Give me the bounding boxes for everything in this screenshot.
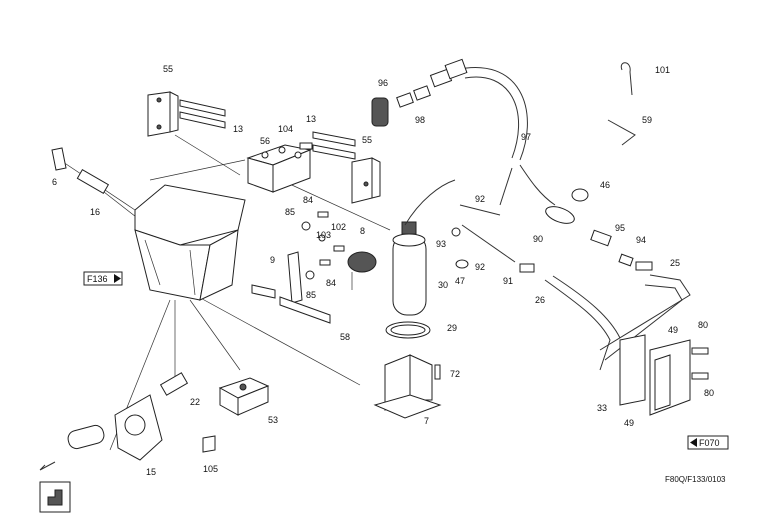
callout-13b: 13 <box>306 114 316 124</box>
part-13-strip-right <box>312 131 356 160</box>
part-55-bracket <box>147 91 179 137</box>
callout-55: 55 <box>163 64 173 74</box>
callout-96: 96 <box>378 78 388 88</box>
callout-91: 91 <box>503 276 513 286</box>
part-9-plate <box>287 251 303 304</box>
part-16-connector <box>76 168 110 195</box>
fasteners-group <box>301 211 345 280</box>
parts-93-47 <box>451 227 469 269</box>
reference-f136[interactable]: F136 <box>83 271 123 286</box>
callout-9: 9 <box>270 255 275 265</box>
callout-8: 8 <box>360 226 365 236</box>
callout-7: 7 <box>424 416 429 426</box>
part-91-fitting <box>519 263 535 273</box>
drawing-code: F80Q/F133/0103 <box>665 475 726 484</box>
callout-33: 33 <box>597 403 607 413</box>
callout-101: 101 <box>655 65 670 75</box>
callout-80b: 80 <box>704 388 714 398</box>
callout-56: 56 <box>260 136 270 146</box>
callout-104: 104 <box>278 124 293 134</box>
part-80-bolts <box>691 347 709 380</box>
main-housing <box>134 184 246 301</box>
callout-46: 46 <box>600 180 610 190</box>
part-56-block <box>246 144 312 193</box>
callout-55b: 55 <box>362 135 372 145</box>
callouts: 55 13 104 56 13 55 6 16 84 85 102 103 84… <box>52 64 714 477</box>
parts-95-94 <box>590 229 653 271</box>
part-53-block <box>218 377 270 416</box>
callout-29: 29 <box>447 323 457 333</box>
callout-95: 95 <box>615 223 625 233</box>
hoses <box>404 67 691 371</box>
callout-72: 72 <box>450 369 460 379</box>
part-22-cylinder <box>159 372 189 396</box>
callout-103: 103 <box>316 230 331 240</box>
callout-47: 47 <box>455 276 465 286</box>
callout-30: 30 <box>438 280 448 290</box>
callout-22: 22 <box>190 397 200 407</box>
reference-f070-label: F070 <box>699 438 720 448</box>
assembly-lines <box>59 134 391 451</box>
part-13-strip-left <box>179 99 226 129</box>
part-58-strips <box>251 284 331 324</box>
callout-93: 93 <box>436 239 446 249</box>
callout-97: 97 <box>521 132 531 142</box>
reference-f136-label: F136 <box>87 274 108 284</box>
fittings-96-98 <box>371 58 468 127</box>
callout-49: 49 <box>668 325 678 335</box>
callout-16: 16 <box>90 207 100 217</box>
part-72-bolt <box>434 364 441 380</box>
part-29-clamp <box>385 321 431 339</box>
callout-13: 13 <box>233 124 243 134</box>
callout-92: 92 <box>475 194 485 204</box>
part-30-receiver-drier <box>392 221 427 316</box>
callout-98: 98 <box>415 115 425 125</box>
callout-84: 84 <box>303 195 313 205</box>
view-symbol <box>39 461 71 513</box>
callout-25: 25 <box>670 258 680 268</box>
part-105-clip <box>202 435 216 453</box>
callout-90: 90 <box>533 234 543 244</box>
part-6-clip <box>51 147 67 171</box>
callout-85b: 85 <box>306 290 316 300</box>
callout-102: 102 <box>331 222 346 232</box>
parts-49-33-plates <box>619 334 691 416</box>
part-104-bolt <box>299 142 313 150</box>
callout-59: 59 <box>642 115 652 125</box>
callout-80: 80 <box>698 320 708 330</box>
part-15-blower <box>67 394 163 461</box>
callout-58: 58 <box>340 332 350 342</box>
callout-85: 85 <box>285 207 295 217</box>
part-101-hook <box>620 62 633 96</box>
part-7-bracket <box>373 354 442 419</box>
callout-105: 105 <box>203 464 218 474</box>
reference-f070[interactable]: F070 <box>687 435 729 450</box>
callout-15: 15 <box>146 467 156 477</box>
callout-84b: 84 <box>326 278 336 288</box>
callout-49b: 49 <box>624 418 634 428</box>
part-8-switch <box>347 251 377 290</box>
callout-92b: 92 <box>475 262 485 272</box>
part-90-hose-end <box>545 206 575 224</box>
part-55-bracket-right <box>351 157 381 204</box>
callout-6: 6 <box>52 177 57 187</box>
callout-26: 26 <box>535 295 545 305</box>
part-59-bracket <box>607 119 636 146</box>
callout-53: 53 <box>268 415 278 425</box>
callout-94: 94 <box>636 235 646 245</box>
part-46-clamp <box>571 188 589 202</box>
